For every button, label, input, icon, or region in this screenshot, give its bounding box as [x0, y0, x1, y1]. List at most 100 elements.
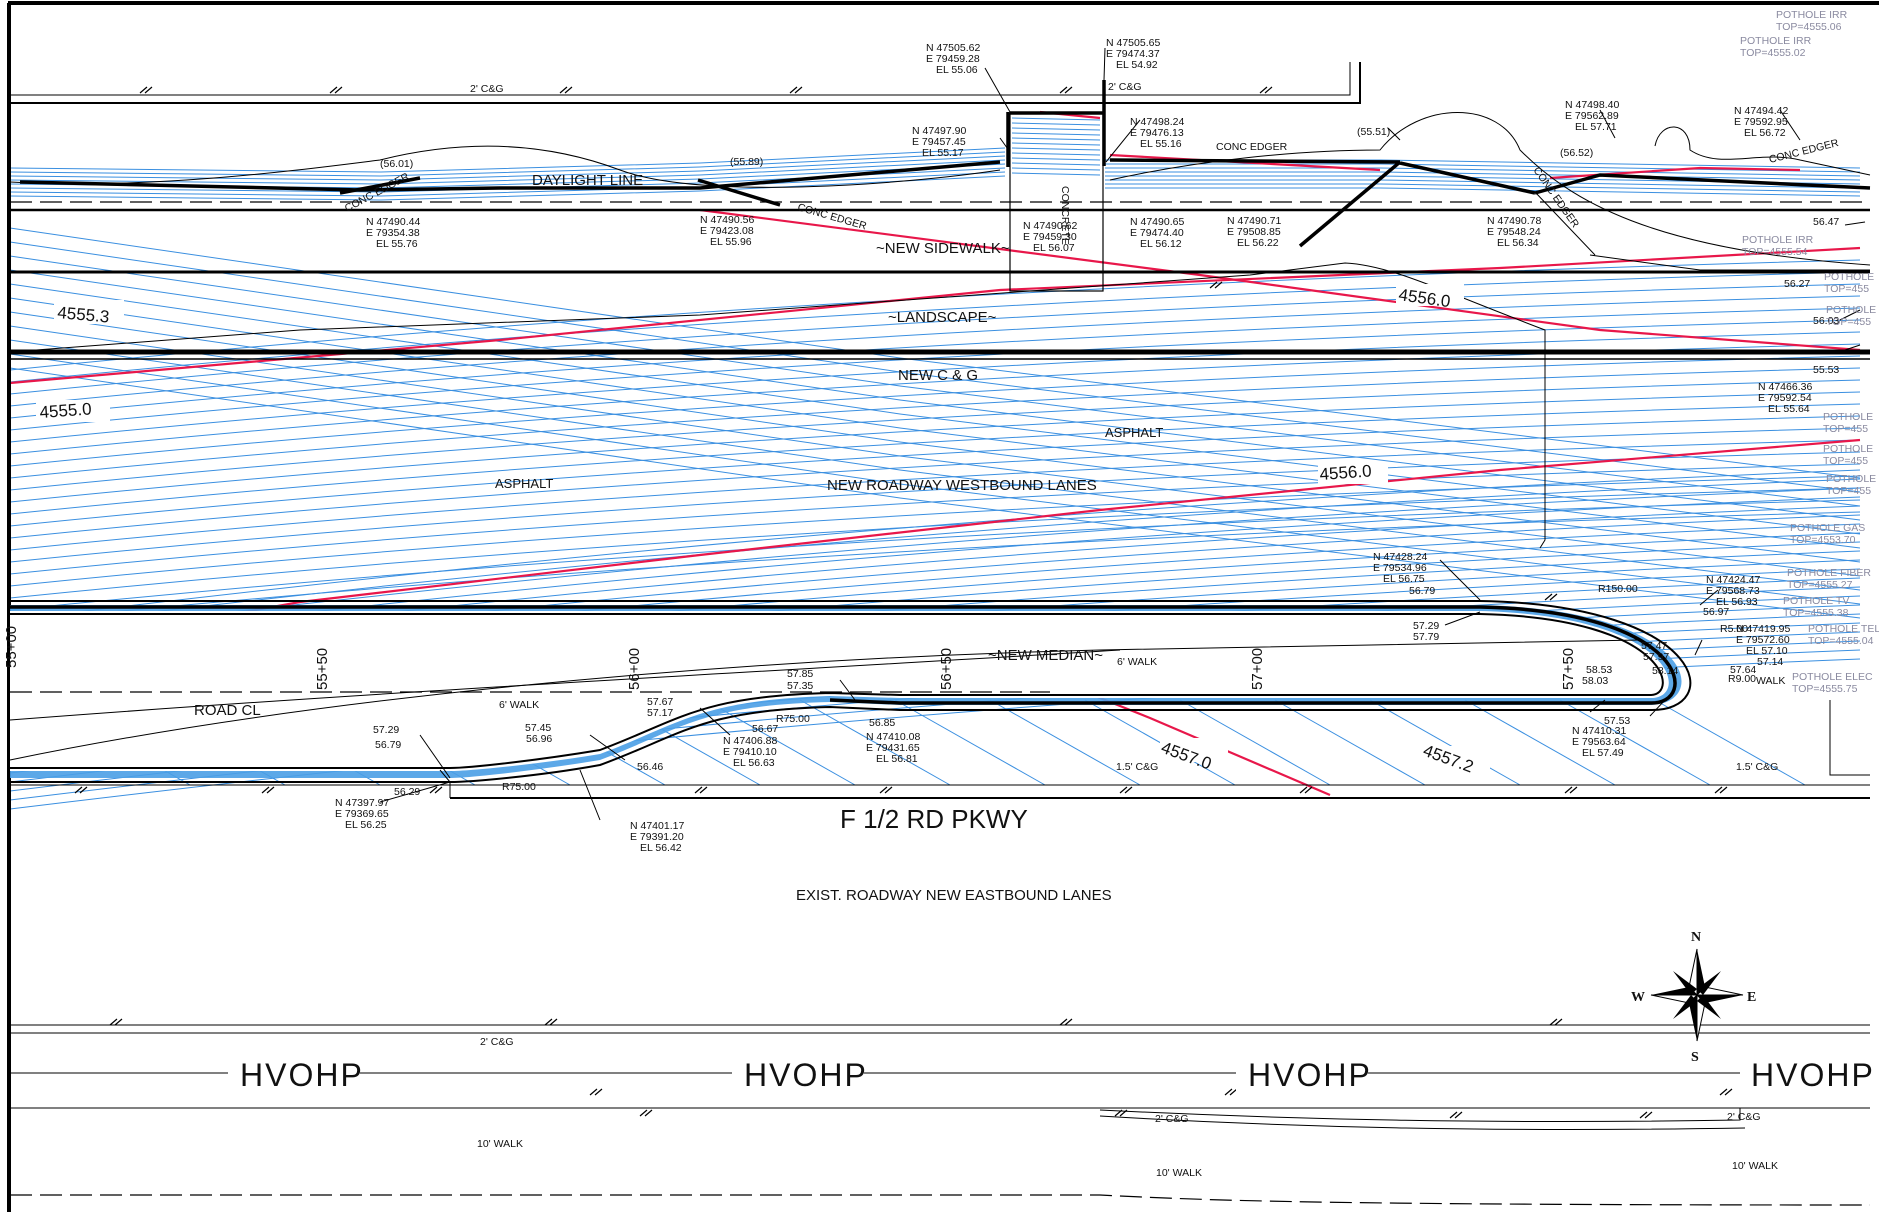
spot-elevation: 56.96: [526, 733, 552, 745]
conc-edger-label: CONC EDGER: [1216, 141, 1288, 153]
radius-label: R75.00: [776, 713, 810, 725]
northing: N 47494.42: [1734, 105, 1788, 117]
spot-elevation: (55.89): [730, 156, 763, 168]
spot-elevation: 57.45: [525, 722, 551, 734]
easting: E 79474.37: [1106, 48, 1160, 60]
walk-label: 6' WALK: [1117, 656, 1157, 668]
pothole-top: TOP=4553.70: [1790, 534, 1856, 546]
eastbound-lanes-label: EXIST. ROADWAY NEW EASTBOUND LANES: [796, 887, 1112, 904]
easting: E 79474.40: [1130, 227, 1184, 239]
curb-gutter-label: 1.5' C&G: [1116, 761, 1158, 773]
northing: N 47498.24: [1130, 116, 1184, 128]
pothole-top: TOP=455: [1824, 283, 1869, 295]
easting: E 79369.65: [335, 808, 389, 820]
hvohp-label: HVOHP: [240, 1057, 364, 1093]
spot-elevation: 57.67: [647, 696, 673, 708]
walk-label: WALK: [1756, 675, 1785, 687]
elevation: EL 56.34: [1497, 237, 1539, 249]
spot-elevation: 55.53: [1813, 364, 1839, 376]
pothole-top: TOP=455: [1823, 455, 1868, 467]
spot-elevation: 57.29: [1413, 620, 1439, 632]
elevation: EL 56.25: [345, 819, 387, 831]
station-label: 56+00: [626, 648, 643, 690]
spot-elevations: (56.01) (55.89) (55.51) (56.52) 56.47 56…: [373, 126, 1839, 798]
spot-elevation: 56.46: [637, 761, 663, 773]
elevation: EL 56.81: [876, 753, 918, 765]
pothole-top: TOP=4555.06: [1776, 21, 1842, 33]
pothole-type: POTHOLE FIBER: [1787, 567, 1871, 579]
elevation: EL 55.06: [936, 64, 978, 76]
spot-elevation: (56.52): [1560, 147, 1593, 159]
spot-elevation: 56.67: [752, 723, 778, 735]
pothole-type: POTHOLE IRR: [1776, 9, 1848, 21]
pothole-top: TOP=455: [1826, 485, 1871, 497]
elevation: EL 57.49: [1582, 747, 1624, 759]
elevation: EL 57.10: [1746, 645, 1788, 657]
easting: E 79568.73: [1706, 585, 1760, 597]
northing: N 47397.97: [335, 797, 389, 809]
spot-elevation: 57.29: [373, 724, 399, 736]
elevation: EL 56.75: [1383, 573, 1425, 585]
pothole-type: POTHOLE GAS: [1790, 522, 1865, 534]
spot-elevation: 57.64: [1730, 664, 1756, 676]
north-label: N: [1691, 930, 1701, 945]
curb-gutter-label: 2' C&G: [1727, 1111, 1761, 1123]
spot-elevation: 57.97: [1643, 651, 1669, 663]
northing: N 47498.40: [1565, 99, 1619, 111]
easting: E 79548.24: [1487, 226, 1541, 238]
area-labels: DAYLIGHT LINE ~NEW SIDEWALK~ ~LANDSCAPE~…: [194, 172, 1163, 904]
hvohp-label: HVOHP: [744, 1057, 868, 1093]
easting: E 79592.54: [1758, 392, 1812, 404]
northing: N 47505.62: [926, 42, 980, 54]
pothole-type: POTHOLE TV: [1783, 595, 1849, 607]
elevation: EL 55.17: [922, 147, 964, 159]
northing: N 47490.78: [1487, 215, 1541, 227]
easting: E 79410.10: [723, 746, 777, 758]
minor-contour-lines: [9, 117, 1861, 810]
pothole-type: POTHOLE: [1823, 411, 1873, 423]
easting: E 79457.45: [912, 136, 966, 148]
south-label: S: [1691, 1050, 1699, 1065]
asphalt-label: ASPHALT: [1105, 425, 1163, 440]
elevation: EL 56.07: [1033, 242, 1075, 254]
spot-elevation: 56.97: [1703, 606, 1729, 618]
northing: N 47406.88: [723, 735, 777, 747]
hvohp-label: HVOHP: [1248, 1057, 1372, 1093]
pothole-top: TOP=4555.38: [1783, 607, 1849, 619]
northing: N 47424.47: [1706, 574, 1760, 586]
new-median-label: ~NEW MEDIAN~: [988, 647, 1103, 664]
elevation: EL 55.64: [1768, 403, 1810, 415]
elevation: EL 56.22: [1237, 237, 1279, 249]
elevation: EL 55.16: [1140, 138, 1182, 150]
leader-lines: [379, 47, 1866, 821]
northing: N 47490.62: [1023, 220, 1077, 232]
pothole-type: POTHOLE ELEC: [1792, 671, 1873, 683]
northing: N 47490.44: [366, 216, 420, 228]
easting: E 79476.13: [1130, 127, 1184, 139]
elevation: EL 55.96: [710, 236, 752, 248]
pothole-top: TOP=455: [1823, 423, 1868, 435]
spot-elevation: 58.14: [1652, 665, 1678, 677]
easting: E 79431.65: [866, 742, 920, 754]
northing: N 47466.36: [1758, 381, 1812, 393]
east-label: E: [1747, 990, 1756, 1005]
asphalt-label: ASPHALT: [495, 476, 553, 491]
roadway-linework: [9, 62, 1871, 1206]
